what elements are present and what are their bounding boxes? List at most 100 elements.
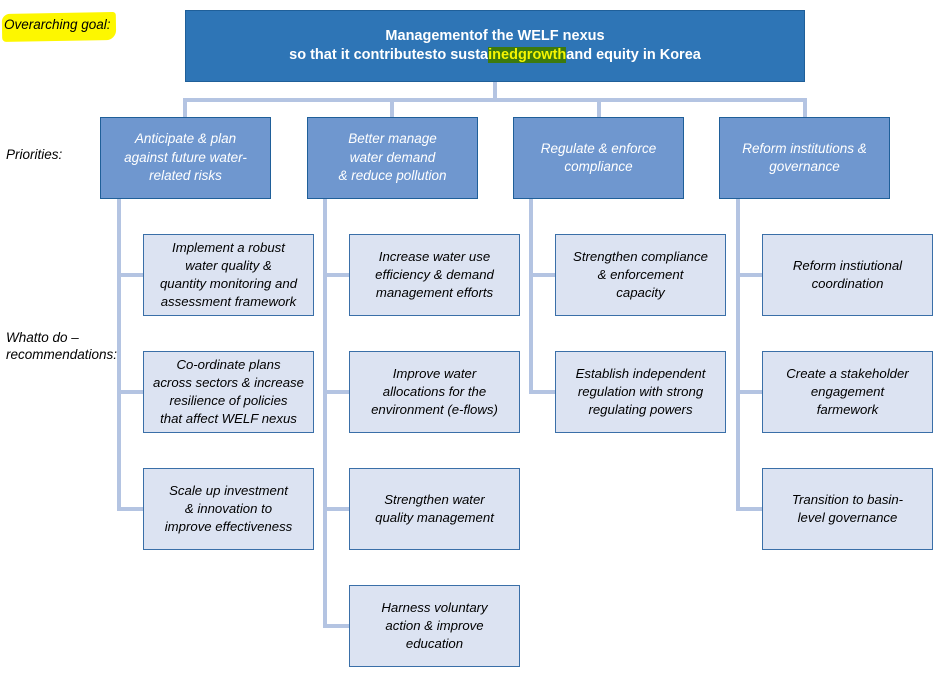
recommendation-line: Create a stakeholder bbox=[786, 366, 909, 381]
priorities-label: Priorities: bbox=[6, 147, 63, 162]
connector-priority-bar bbox=[183, 98, 807, 102]
priority-box-4: Reform institutions & governance bbox=[719, 117, 890, 199]
recommendation-line: allocations for the bbox=[382, 384, 487, 399]
recommendation-line: Scale up investment bbox=[169, 483, 288, 498]
recommendation-line: improve effectiveness bbox=[164, 519, 293, 534]
recommendation-box-2-3: Strengthen water quality management bbox=[349, 468, 520, 550]
connector-branch bbox=[117, 273, 143, 277]
recommendation-line: Co-ordinate plans bbox=[176, 357, 281, 372]
recommendation-line: coordination bbox=[811, 276, 884, 291]
goal-line-2-after: and equity in Korea bbox=[566, 47, 701, 63]
recommendation-line: Strengthen water bbox=[384, 492, 485, 507]
priority-line: water demand bbox=[349, 149, 436, 165]
recommendation-line: Transition to basin- bbox=[791, 492, 904, 507]
connector-branch bbox=[323, 273, 349, 277]
priority-line: Reform institutions & bbox=[742, 140, 867, 156]
recommendation-line: farmework bbox=[816, 402, 879, 417]
recommendation-box-2-1: Increase water use efficiency & demand man… bbox=[349, 234, 520, 316]
recommendation-line: Establish independent bbox=[575, 366, 706, 381]
recommendations-label-line1: Whatto do – bbox=[6, 330, 79, 345]
connector-priority-drop-4 bbox=[803, 98, 807, 118]
recommendation-line: action & improve bbox=[385, 618, 484, 633]
priority-line: Anticipate & plan bbox=[134, 131, 237, 147]
recommendation-text: Scale up investment & innovation to improv… bbox=[161, 482, 297, 536]
connector-priority-drop-1 bbox=[183, 98, 187, 118]
recommendation-text: Improve water allocations for the environm… bbox=[367, 365, 502, 419]
connector-branch bbox=[529, 390, 555, 394]
connector-branch bbox=[736, 507, 762, 511]
recommendation-line: management efforts bbox=[375, 285, 494, 300]
recommendation-text: Co-ordinate plans across sectors & increa… bbox=[149, 356, 308, 428]
connector-spine-2 bbox=[323, 199, 327, 628]
recommendation-text: Increase water use efficiency & demand man… bbox=[371, 248, 498, 302]
recommendation-box-1-3: Scale up investment & innovation to improv… bbox=[143, 468, 314, 550]
priority-line: governance bbox=[769, 159, 840, 174]
recommendation-line: Improve water bbox=[392, 366, 477, 381]
recommendation-line: Reform instiutional bbox=[792, 258, 903, 273]
recommendation-line: environment (e-flows) bbox=[371, 402, 498, 417]
overarching-goal-box: Managementof the WELF nexus so that it c… bbox=[185, 10, 805, 82]
connector-priority-drop-3 bbox=[597, 98, 601, 118]
recommendation-box-3-1: Strengthen compliance & enforcement capaci… bbox=[555, 234, 726, 316]
connector-branch bbox=[117, 390, 143, 394]
recommendation-box-1-1: Implement a robust water quality & quantit… bbox=[143, 234, 314, 316]
recommendation-box-4-2: Create a stakeholder engagement farmework bbox=[762, 351, 933, 433]
recommendation-box-4-3: Transition to basin-level governance bbox=[762, 468, 933, 550]
overarching-goal-label: Overarching goal: bbox=[4, 17, 111, 32]
goal-line-2: so that it contributesto sustainedgrowth… bbox=[289, 46, 701, 65]
recommendation-line: engagement bbox=[810, 384, 885, 399]
recommendation-line: capacity bbox=[616, 285, 665, 300]
recommendation-line: regulation with strong bbox=[577, 384, 704, 399]
connector-branch bbox=[736, 390, 762, 394]
priority-line: Better manage bbox=[348, 131, 437, 147]
goal-line-2-highlight: inedgrowth bbox=[488, 47, 567, 63]
goal-line-1: Managementof the WELF nexus bbox=[385, 28, 605, 44]
priority-line: against future water- bbox=[124, 149, 247, 165]
recommendation-line: & innovation to bbox=[184, 501, 273, 516]
priority-box-1: Anticipate & plan against future water- … bbox=[100, 117, 271, 199]
recommendation-text: Reform instiutional coordination bbox=[789, 257, 906, 293]
priority-box-2: Better manage water demand & reduce poll… bbox=[307, 117, 478, 199]
recommendation-line: level governance bbox=[797, 510, 898, 525]
recommendation-line: across sectors & increase bbox=[153, 375, 304, 390]
recommendation-line: Implement a robust bbox=[172, 240, 285, 255]
recommendation-text: Create a stakeholder engagement farmework bbox=[782, 365, 912, 419]
recommendations-label: Whatto do – recommendations: bbox=[6, 329, 117, 363]
priority-box-3: Regulate & enforce compliance bbox=[513, 117, 684, 199]
recommendation-line: efficiency & demand bbox=[375, 267, 494, 282]
recommendation-box-2-2: Improve water allocations for the environm… bbox=[349, 351, 520, 433]
recommendation-line: water quality & bbox=[185, 258, 272, 273]
priority-text-4: Reform institutions & governance bbox=[738, 140, 871, 177]
connector-priority-drop-2 bbox=[390, 98, 394, 118]
recommendation-line: & enforcement bbox=[597, 267, 684, 282]
connector-branch bbox=[117, 507, 143, 511]
recommendation-line: quality management bbox=[375, 510, 494, 525]
priority-text-2: Better manage water demand & reduce poll… bbox=[334, 130, 450, 186]
recommendation-line: Harness voluntary bbox=[381, 600, 488, 615]
priority-text-1: Anticipate & plan against future water- … bbox=[120, 130, 251, 186]
recommendation-box-1-2: Co-ordinate plans across sectors & increa… bbox=[143, 351, 314, 433]
connector-branch bbox=[736, 273, 762, 277]
recommendation-text: Implement a robust water quality & quantit… bbox=[156, 239, 301, 311]
connector-branch bbox=[323, 507, 349, 511]
recommendation-text: Strengthen water quality management bbox=[371, 491, 498, 527]
priority-line: compliance bbox=[564, 159, 633, 174]
connector-spine-1 bbox=[117, 199, 121, 511]
priority-text-3: Regulate & enforce compliance bbox=[537, 140, 661, 177]
connector-branch bbox=[323, 624, 349, 628]
recommendation-line: quantity monitoring and bbox=[159, 276, 298, 291]
recommendation-text: Strengthen compliance & enforcement capaci… bbox=[569, 248, 712, 302]
recommendation-text: Establish independent regulation with str… bbox=[572, 365, 710, 419]
connector-branch bbox=[323, 390, 349, 394]
priority-line: & reduce pollution bbox=[338, 168, 447, 184]
priority-line: related risks bbox=[149, 168, 222, 184]
recommendation-box-3-2: Establish independent regulation with str… bbox=[555, 351, 726, 433]
connector-branch bbox=[529, 273, 555, 277]
recommendation-line: Increase water use bbox=[378, 249, 491, 264]
recommendation-line: regulating powers bbox=[588, 402, 693, 417]
recommendation-line: Strengthen compliance bbox=[573, 249, 708, 264]
recommendation-line: that affect WELF nexus bbox=[160, 411, 297, 426]
recommendation-text: Transition to basin-level governance bbox=[788, 491, 907, 527]
